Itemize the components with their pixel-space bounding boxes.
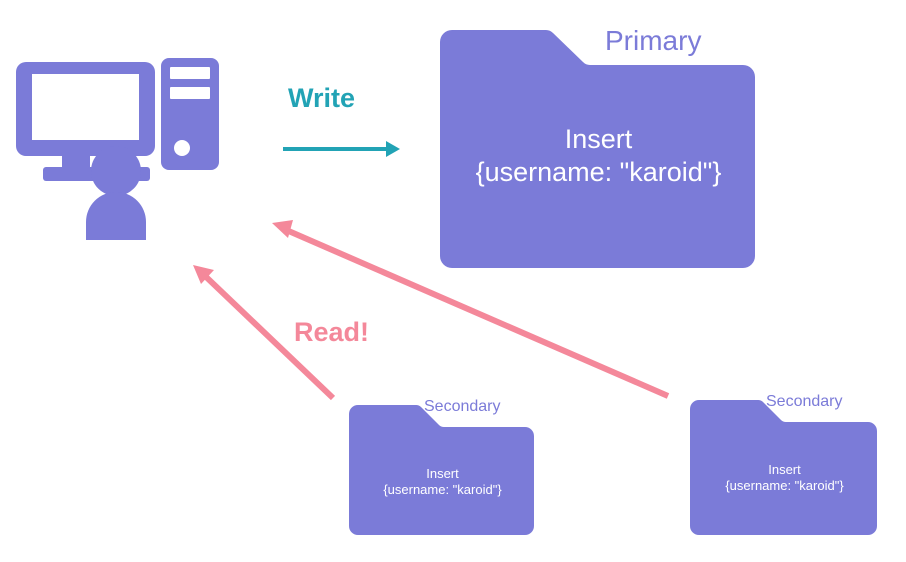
read-label: Read! (294, 317, 370, 347)
primary-node-label: Primary (605, 25, 702, 56)
secondary-right-node-label: Secondary (766, 393, 843, 410)
client-computer-icon (16, 58, 219, 240)
write-arrow (283, 141, 400, 157)
read-arrow-right-secondary (272, 220, 670, 399)
write-label: Write (288, 83, 356, 113)
secondary-left-node-label: Secondary (424, 398, 501, 415)
secondary-left-node-shape[interactable] (349, 404, 534, 535)
primary-node-shape[interactable] (440, 30, 755, 268)
read-arrow-left-secondary (193, 265, 336, 401)
secondary-right-node-shape[interactable] (690, 399, 877, 535)
